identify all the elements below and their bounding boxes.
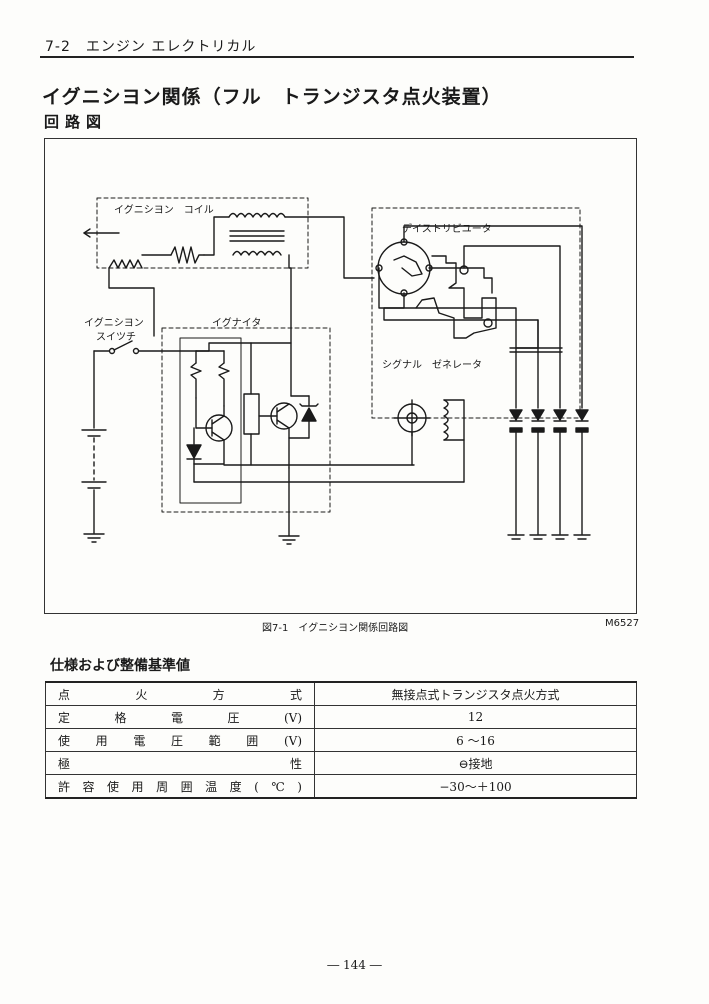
spec-value: ⊖接地 [314,751,637,775]
label-igniter: イグナイタ [212,316,261,329]
circuit-diagram: イグニシヨン コイル デイストリビユータ イグナイタ イグニシヨン スイツチ シ… [81,197,591,545]
running-header: 7-2 エンジン エレクトリカル [45,39,257,55]
switch-contact [108,347,116,355]
resistor-zigzag [108,259,143,269]
section-subtitle: 回路図 [44,113,108,131]
wire-signal-gen-c [443,399,465,441]
wire-plug-4 [378,267,517,409]
table-row: 定格電圧(V) 12 [45,705,637,729]
wire-signal-gen-b [443,439,465,483]
table-row: 許容使用周囲温度(℃) −30～＋100 [45,774,637,799]
spec-value: 無接点式トランジスタ点火方式 [314,681,637,706]
header-rule [40,56,634,58]
spec-label: 定格電圧(V) [45,705,315,729]
coil-secondary-winding [232,250,282,256]
distributor-rotor [393,255,423,277]
spec-value: 12 [314,705,637,729]
zener-icon [301,407,317,422]
transistor-1-collector [211,415,225,425]
spec-value: 6 ～16 [314,728,637,752]
resistor-vertical [218,362,230,407]
resistor-vertical [190,362,202,399]
transistor-2-collector [276,403,290,413]
wire-resistor-down [108,267,155,337]
spark-plugs [507,409,591,540]
igniter-block [243,393,260,435]
distributor-body [415,255,497,339]
label-signal-generator: シグナル ゼネレータ [382,358,482,371]
wire-coil-to-igniter [288,254,292,397]
wire-plug-3 [383,292,539,409]
table-row: 点火方式 無接点式トランジスタ点火方式 [45,681,637,706]
page-number: ― 144 ― [327,958,382,972]
spec-table: 点火方式 無接点式トランジスタ点火方式 定格電圧(V) 12 使用電圧範囲(V)… [45,681,637,799]
spec-label: 点火方式 [45,681,315,706]
distributor-cap [377,241,431,295]
diode-icon [186,444,202,459]
zener-bar [299,403,319,407]
signal-generator-coil [443,399,449,441]
wire-coil-left [203,216,230,256]
label-ignition-switch-1: イグニシヨン [84,316,144,329]
figure-caption: 図7-1 イグニシヨン関係回路図 [262,623,409,634]
switch-blade [113,340,133,351]
figure-frame [44,138,637,614]
distributor-box [371,207,581,419]
label-distributor: デイストリビユータ [402,222,492,235]
figure-code: M6527 [605,618,640,629]
section-title: イグニシヨン関係（フル トランジスタ点火装置） [42,86,502,108]
wire-switch-right [138,342,292,352]
igniter-box [161,327,331,513]
table-row: 極性 ⊖接地 [45,751,637,775]
distributor-body [463,267,493,294]
wire-plug-1 [403,225,583,409]
label-ignition-switch-2: スイツチ [96,331,136,343]
distributor-bolt [483,318,493,328]
spec-label: 使用電圧範囲(V) [45,728,315,752]
transistor-1-emitter [211,431,225,441]
spec-label: 許容使用周囲温度(℃) [45,774,315,799]
coil-primary-winding [228,212,286,218]
wire-coil-hv [284,216,375,279]
resistor-zigzag [170,246,205,264]
igniter-inner-box [179,337,242,504]
switch-contact [132,347,140,355]
spec-label: 極性 [45,751,315,775]
wire-plug-2 [428,245,561,409]
arrow-head-icon [83,228,91,238]
wire-dist-vertical [515,319,539,349]
wire-t1-emitter [193,439,225,465]
spec-heading: 仕様および整備基準値 [50,658,190,674]
spec-value: −30～＋100 [314,774,637,799]
table-row: 使用電圧範囲(V) 6 ～16 [45,728,637,752]
label-ignition-coil: イグニシヨン コイル [114,203,214,216]
transistor-2-emitter [276,419,290,429]
